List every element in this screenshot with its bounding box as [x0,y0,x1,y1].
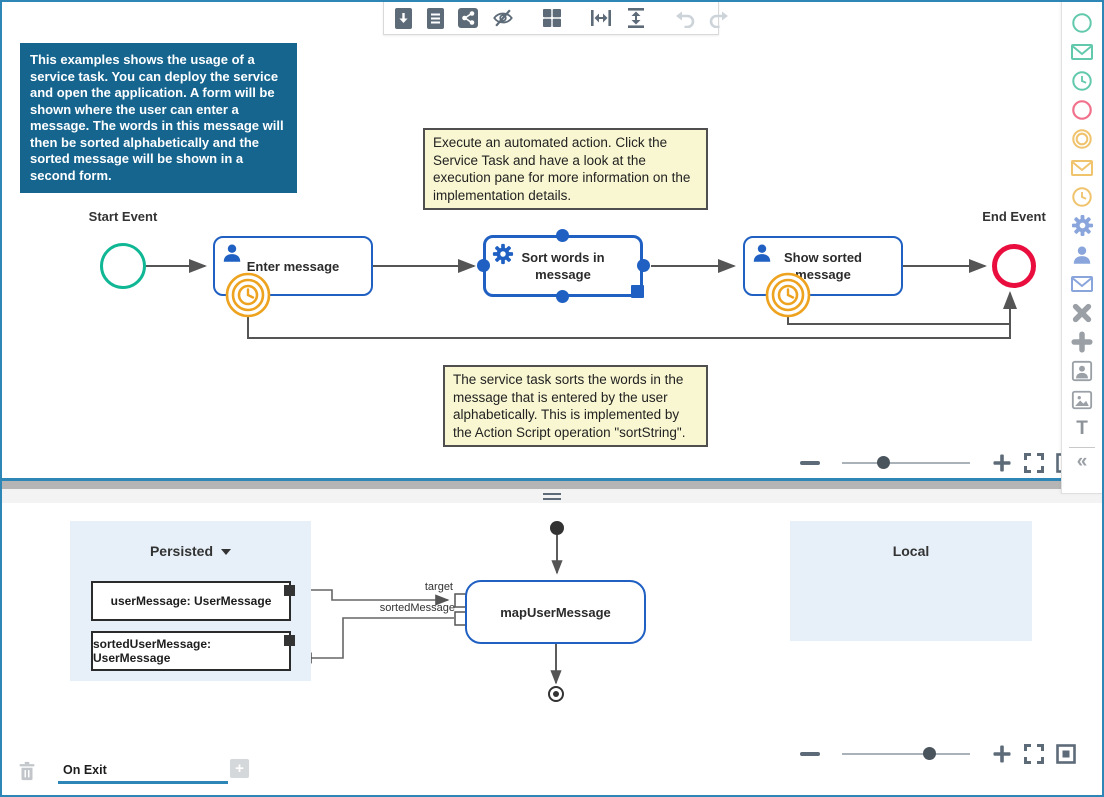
resize-handle[interactable] [631,285,644,298]
zoom-slider-knob[interactable] [876,456,890,469]
zoom-out-icon[interactable] [800,461,820,465]
local-data-panel[interactable]: Local [790,521,1032,641]
local-panel-title: Local [892,543,930,559]
edge-label-target: target [424,581,453,593]
selection-handle-right[interactable] [637,259,650,272]
redo-icon[interactable] [709,7,730,29]
task-label: Show sorted message [783,250,862,282]
document-icon[interactable] [427,7,444,29]
timer-boundary-event-icon[interactable] [764,271,812,319]
mapping-zoom-controls [800,744,1076,764]
fit-to-screen-icon[interactable] [1024,744,1044,764]
fit-height-icon[interactable] [626,7,646,29]
selection-handle-left[interactable] [477,259,490,272]
fit-width-icon[interactable] [590,7,612,29]
zoom-out-icon[interactable] [800,752,820,756]
data-object-label: userMessage: UserMessage [110,594,272,608]
start-event-label: Start Event [88,209,158,224]
end-event-icon[interactable] [1063,95,1101,124]
join-gateway-icon[interactable] [1063,327,1101,356]
task-sort-words[interactable]: Sort words in message [483,235,643,297]
text-icon[interactable]: T [1076,417,1088,439]
map-node-label: mapUserMessage [500,604,611,620]
user-task-icon[interactable] [1063,240,1101,269]
gear-icon [492,243,514,265]
collapse-palette-icon[interactable]: « [1076,451,1088,472]
connector-pin[interactable] [284,635,295,646]
splitter-grip-icon[interactable] [543,492,561,500]
start-event-icon[interactable] [1063,8,1101,37]
process-edges [146,259,1017,339]
pane-splitter[interactable] [2,481,1102,489]
pane-splitter-track[interactable] [2,489,1102,503]
chevron-down-icon[interactable] [221,549,232,556]
image-icon[interactable] [1063,385,1101,414]
tab-on-exit[interactable]: On Exit [63,763,107,777]
task-label: Sort words in message [521,250,605,282]
data-object-sortedusermessage[interactable]: sortedUserMessage: UserMessage [91,631,295,671]
add-tab-icon[interactable]: + [230,759,249,778]
trash-icon[interactable] [16,760,38,782]
message-intermediate-event-icon[interactable] [1063,153,1101,182]
service-task-gear-icon[interactable] [1063,211,1101,240]
end-event-label: End Event [982,209,1046,224]
persisted-panel-title[interactable]: Persisted [70,543,311,559]
zoom-slider-knob[interactable] [922,747,936,760]
zoom-slider[interactable] [842,456,970,469]
data-object-usermessage[interactable]: userMessage: UserMessage [91,581,295,621]
timer-start-event-icon[interactable] [1063,66,1101,95]
selection-handle-top[interactable] [556,229,569,242]
process-canvas[interactable]: This examples shows the usage of a servi… [2,2,1102,481]
user-dialog-icon[interactable] [1063,356,1101,385]
canvas-toolbar [383,2,728,35]
timer-boundary-event-icon[interactable] [224,271,272,319]
split-gateway-icon[interactable] [1063,298,1101,327]
message-task-icon[interactable] [1063,269,1101,298]
service-task-note[interactable]: Execute an automated action. Click the S… [423,128,708,210]
canvas-zoom-controls [800,453,1076,473]
element-palette: T « [1061,2,1102,494]
data-object-label: sortedUserMessage: UserMessage [93,637,212,665]
active-tab-indicator [58,781,228,784]
edge-label-sortedmessage: sortedMessage [379,602,455,614]
fit-to-screen-icon[interactable] [1024,453,1044,473]
data-mapping-pane[interactable]: Persisted userMessage: UserMessage sorte… [2,503,1102,795]
timer-intermediate-event-icon[interactable] [1063,182,1101,211]
grid-layout-icon[interactable] [542,7,562,29]
reset-zoom-icon[interactable] [1056,744,1076,764]
user-icon [751,242,773,264]
end-event-node[interactable] [992,244,1036,288]
initial-state-node[interactable] [550,521,564,535]
sort-operation-note[interactable]: The service task sorts the words in the … [443,365,708,447]
final-state-node[interactable] [548,686,564,702]
connector-pin[interactable] [284,585,295,596]
share-icon[interactable] [458,7,478,29]
zoom-in-icon[interactable] [992,744,1012,764]
message-start-event-icon[interactable] [1063,37,1101,66]
map-usermessage-node[interactable]: mapUserMessage [465,580,646,644]
hide-eye-slash-icon[interactable] [492,7,514,29]
undo-icon[interactable] [674,7,695,29]
task-label: Enter message [246,258,340,274]
start-event-node[interactable] [100,243,146,289]
selection-handle-bottom[interactable] [556,290,569,303]
download-document-icon[interactable] [394,7,413,29]
zoom-slider[interactable] [842,747,970,760]
zoom-in-icon[interactable] [992,453,1012,473]
palette-divider [1069,447,1095,448]
intermediate-event-icon[interactable] [1063,124,1101,153]
user-icon [221,242,243,264]
description-annotation[interactable]: This examples shows the usage of a servi… [20,43,297,193]
